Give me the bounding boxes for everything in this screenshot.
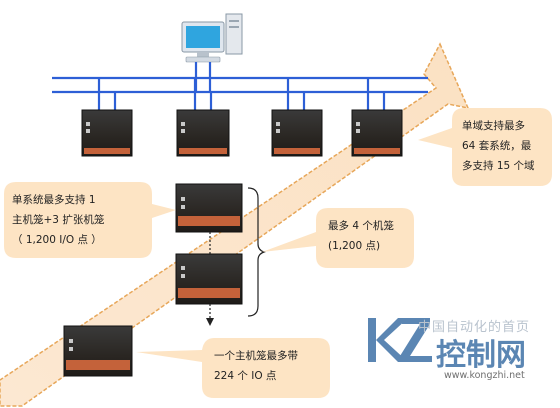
kz-logo-icon (368, 318, 432, 362)
main-cage (175, 183, 243, 233)
system-note-line: 单系统最多支持 1 (12, 194, 96, 206)
cages-note-line: 最多 4 个机笼 (328, 220, 394, 232)
standalone-main-cage (63, 325, 133, 377)
cages-note-line: (1,200 点) (328, 240, 381, 252)
bubble-system (4, 182, 176, 258)
watermark-url: www.kongzhi.net (444, 370, 525, 381)
controller-cabinet (81, 109, 133, 157)
bubble-main-cage (136, 338, 330, 398)
controller-cabinet (271, 109, 323, 157)
domain-note-line: 64 套系统，最 (462, 140, 532, 152)
controller-cabinet (176, 109, 230, 157)
domain-note-line: 多支持 15 个域 (462, 160, 535, 172)
domain-note-line: 单域支持最多 (462, 120, 525, 132)
bubble-cages (262, 208, 414, 268)
expansion-cage (175, 253, 243, 305)
main-cage-note-line: 224 个 IO 点 (214, 370, 277, 382)
bubble-domain (418, 108, 552, 186)
system-note: 单系统最多支持 1 主机笼+3 扩张机笼 （ 1,200 I/O 点 ） (12, 190, 150, 250)
computer-icon (181, 13, 243, 63)
network-bus (52, 62, 428, 112)
controller-cabinet (351, 109, 403, 157)
domain-note: 单域支持最多 64 套系统，最 多支持 15 个域 (462, 116, 550, 176)
watermark-slogan: 中国自动化的首页 (418, 320, 531, 335)
system-note-line: 主机笼+3 扩张机笼 (12, 214, 105, 226)
main-cage-note: 一个主机笼最多带 224 个 IO 点 (214, 346, 328, 386)
watermark-logo-text: 控制网 (436, 338, 526, 373)
cage-group-bracket (247, 187, 266, 317)
cages-note: 最多 4 个机笼 (1,200 点) (328, 216, 412, 256)
system-note-line: （ 1,200 I/O 点 ） (12, 234, 102, 246)
main-cage-note-line: 一个主机笼最多带 (214, 350, 298, 362)
down-arrow-icon (206, 318, 214, 326)
